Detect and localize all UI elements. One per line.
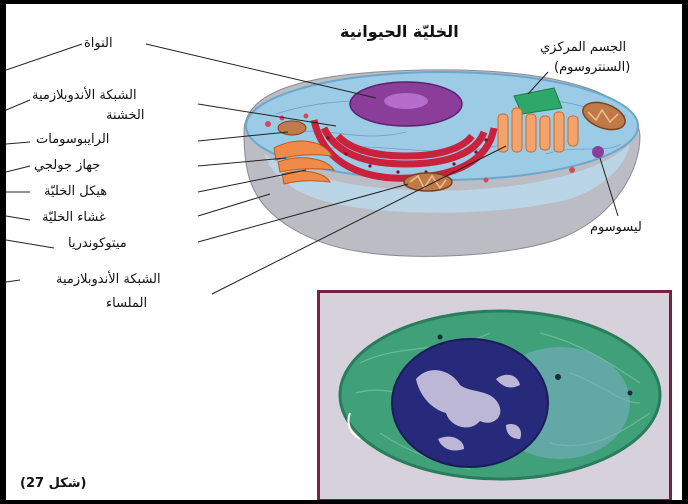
label-nucleus: النواة <box>84 34 113 54</box>
micrograph-image <box>320 293 669 499</box>
figure-frame: الخليّة الحيوانية النواة الشبكة الأندوبل… <box>6 4 682 500</box>
label-rough-er-line2: الخشنة <box>106 106 144 126</box>
label-ribosomes: الرايبوسومات <box>36 130 109 150</box>
golgi-apparatus <box>274 141 334 184</box>
label-centrosome-line2: (السنتروسوم) <box>554 58 630 78</box>
label-rough-er-line1: الشبكة الأندوبلازمية <box>32 86 137 106</box>
label-lysosome: ليسوسوم <box>590 218 642 238</box>
label-smooth-er-line2: الملساء <box>106 294 147 314</box>
diagram-title: الخليّة الحيوانية <box>340 22 459 41</box>
label-cell-membrane: غشاء الخليّة <box>42 208 106 228</box>
lysosome <box>592 146 604 158</box>
micrograph <box>317 290 672 500</box>
label-mitochondria: ميتوكوندريا <box>68 234 127 254</box>
figure-caption: (شكل 27) <box>20 476 86 491</box>
label-golgi: جهاز جولجي <box>34 156 100 176</box>
label-smooth-er-line1: الشبكة الأندوبلازمية <box>56 270 161 290</box>
nucleolus <box>384 93 428 109</box>
label-centrosome-line1: الجسم المركزي <box>540 38 626 58</box>
label-cytoskeleton: هيكل الخليّة <box>44 182 107 202</box>
